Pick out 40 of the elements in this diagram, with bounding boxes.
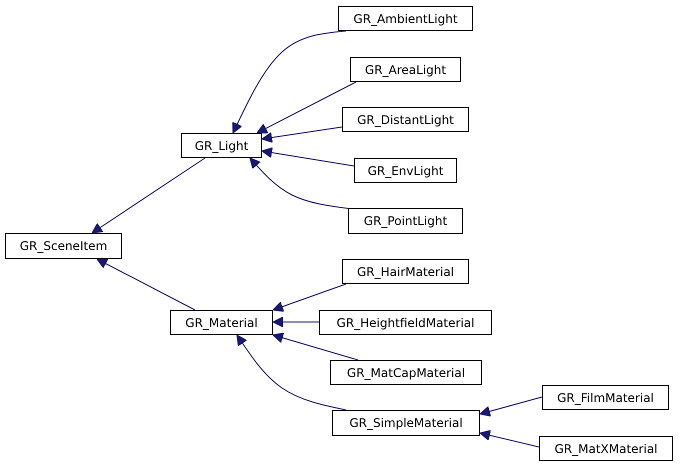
class-box [342, 259, 469, 284]
class-box [354, 158, 457, 183]
class-box [350, 57, 461, 82]
inheritance-arrow [272, 332, 358, 360]
class-name: GR_HairMaterial [356, 264, 454, 278]
class-name: GR_PointLight [364, 214, 448, 228]
inheritance-arrow [236, 334, 346, 410]
class-box [332, 410, 480, 436]
inheritance-arrow [256, 82, 356, 134]
class-box [5, 233, 122, 259]
inheritance-arrow [480, 396, 542, 417]
class-name: GR_MatCapMaterial [346, 366, 466, 380]
inheritance-arrow [262, 126, 342, 143]
inheritance-arrow [272, 284, 346, 312]
class-box [342, 107, 469, 132]
class-box [348, 208, 463, 234]
class-name: GR_DistantLight [357, 112, 454, 126]
class-box [539, 436, 673, 461]
class-name: GR_SimpleMaterial [349, 416, 463, 430]
class-box [181, 133, 262, 158]
class-box [319, 310, 492, 335]
inheritance-arrow [96, 258, 196, 310]
class-box [542, 385, 669, 410]
class-box [330, 360, 482, 385]
class-box [170, 310, 273, 335]
class-name: GR_FilmMaterial [557, 390, 654, 404]
class-box [338, 6, 473, 31]
class-name: GR_AreaLight [364, 62, 446, 76]
inheritance-arrow [232, 30, 346, 134]
inheritance-arrow [272, 316, 320, 328]
inheritance-arrow [262, 147, 354, 166]
class-name: GR_HeightfieldMaterial [336, 316, 474, 330]
class-name: GR_Light [194, 138, 248, 152]
class-name: GR_EnvLight [368, 164, 444, 178]
inheritance-arrow [92, 158, 206, 234]
inheritance-arrow [480, 430, 540, 448]
class-name: GR_Material [185, 316, 258, 330]
class-name: GR_AmbientLight [353, 12, 458, 26]
class-name: GR_SceneItem [20, 239, 108, 253]
class-name: GR_MatXMaterial [554, 442, 658, 456]
